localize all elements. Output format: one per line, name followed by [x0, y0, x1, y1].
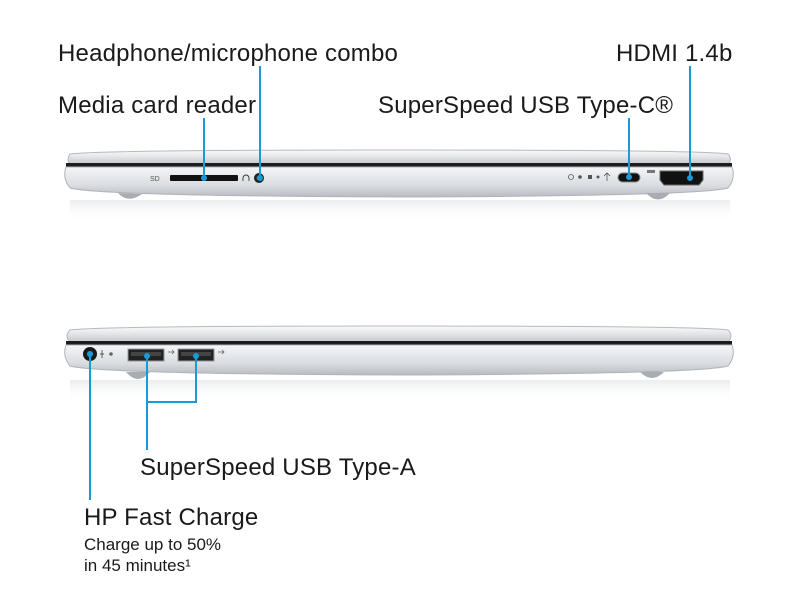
status-indicator-icons	[568, 172, 611, 181]
laptop-foot-right-2	[640, 372, 664, 378]
headphone-icon	[242, 174, 250, 181]
callout-usb-a	[146, 357, 197, 403]
laptop-base	[64, 166, 734, 198]
laptop-base-2	[64, 344, 734, 376]
usb-a-label: SuperSpeed USB Type-A	[140, 454, 416, 481]
media-card-reader-label: Media card reader	[58, 92, 257, 119]
usb-c-label: SuperSpeed USB Type-C®	[378, 92, 674, 119]
hdmi-label: HDMI 1.4b	[616, 40, 733, 67]
laptop-reflection-2	[70, 380, 730, 402]
charge-led	[109, 352, 113, 356]
laptop-lid-2	[66, 325, 732, 343]
hdmi-marking	[647, 170, 655, 173]
headphone-combo-label: Headphone/microphone combo	[58, 40, 399, 67]
laptop-foot-left	[118, 193, 142, 199]
laptop-foot-right	[646, 193, 670, 200]
laptop-lid	[67, 149, 731, 165]
usb-ss-icon-2	[218, 349, 225, 355]
power-icon	[100, 350, 104, 358]
laptop-right-side-view: SD	[64, 149, 734, 222]
fast-charge-line-2: in 45 minutes¹	[84, 556, 191, 575]
laptop-seam	[66, 163, 732, 167]
laptop-seam-2	[66, 341, 732, 345]
usb-ss-icon-1	[168, 349, 175, 355]
fast-charge-line-1: Charge up to 50%	[84, 535, 222, 554]
callout-lines	[87, 66, 693, 500]
sd-marking: SD	[150, 176, 160, 183]
laptop-reflection	[70, 200, 730, 222]
laptop-left-side-view	[64, 325, 734, 402]
fast-charge-title: HP Fast Charge	[84, 504, 259, 531]
hdmi-port	[659, 170, 704, 186]
laptop-foot-left-2	[126, 372, 150, 379]
